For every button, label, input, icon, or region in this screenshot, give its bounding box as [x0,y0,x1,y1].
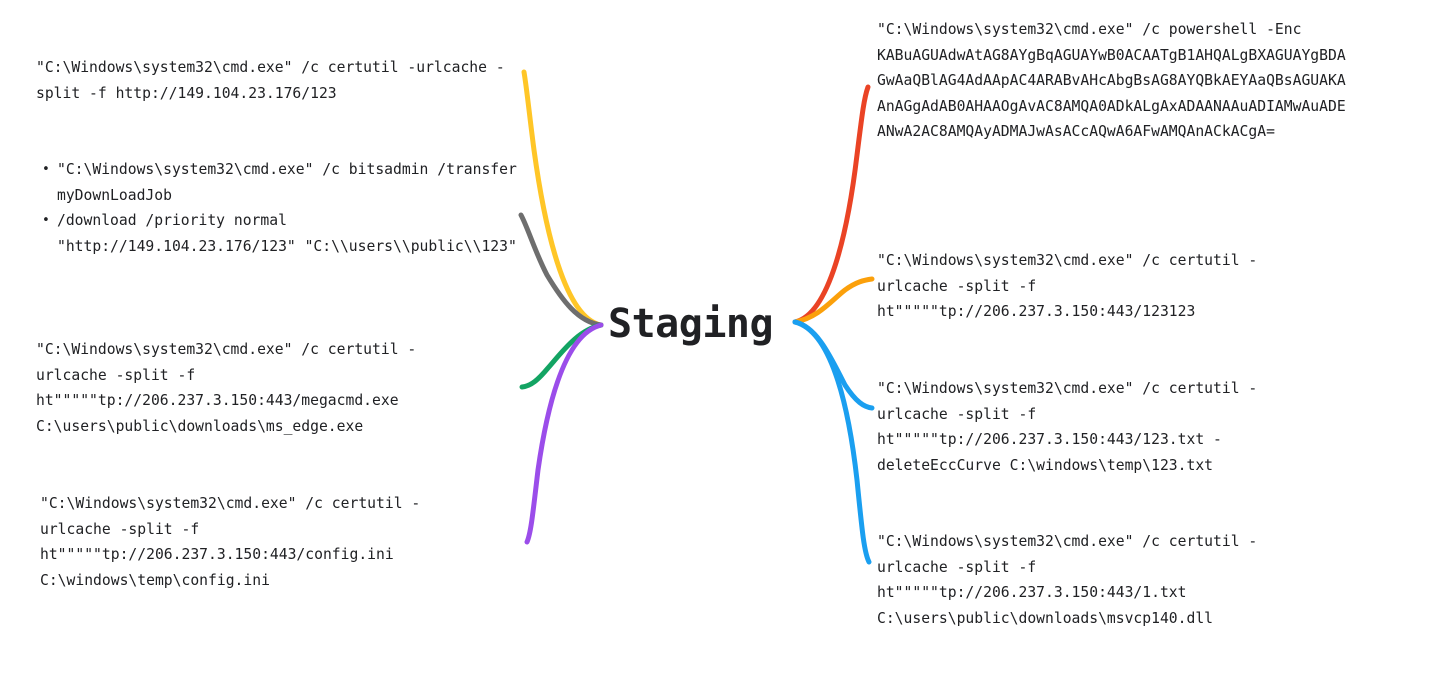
branch-line-right-3 [792,319,875,411]
list-item: "C:\Windows\system32\cmd.exe" /c bitsadm… [40,157,527,208]
node-left-2-bitsadmin[interactable]: "C:\Windows\system32\cmd.exe" /c bitsadm… [40,157,527,259]
center-node-staging[interactable]: Staging [608,301,774,347]
node-right-3-deleteecccurve[interactable]: "C:\Windows\system32\cmd.exe" /c certuti… [877,380,1258,474]
branch-line-left-2 [518,212,604,328]
node-right-4-msvcp140[interactable]: "C:\Windows\system32\cmd.exe" /c certuti… [877,533,1258,627]
node-right-1-powershell-enc[interactable]: "C:\Windows\system32\cmd.exe" /c powersh… [877,21,1346,141]
node-right-2-certutil-123123[interactable]: "C:\Windows\system32\cmd.exe" /c certuti… [877,252,1258,321]
node-left-4-config-ini[interactable]: "C:\Windows\system32\cmd.exe" /c certuti… [40,495,421,589]
list-item: /download /priority normal "http://149.1… [40,208,527,259]
branch-line-right-4 [792,319,872,565]
branch-line-right-2 [792,276,875,325]
branch-line-left-4 [524,322,604,545]
branch-line-right-1 [792,84,871,325]
branch-line-left-1 [521,69,604,328]
node-left-1-certutil-123[interactable]: "C:\Windows\system32\cmd.exe" /c certuti… [36,59,505,102]
node-left-3-megacmd[interactable]: "C:\Windows\system32\cmd.exe" /c certuti… [36,341,417,435]
branch-line-left-3 [519,322,604,390]
